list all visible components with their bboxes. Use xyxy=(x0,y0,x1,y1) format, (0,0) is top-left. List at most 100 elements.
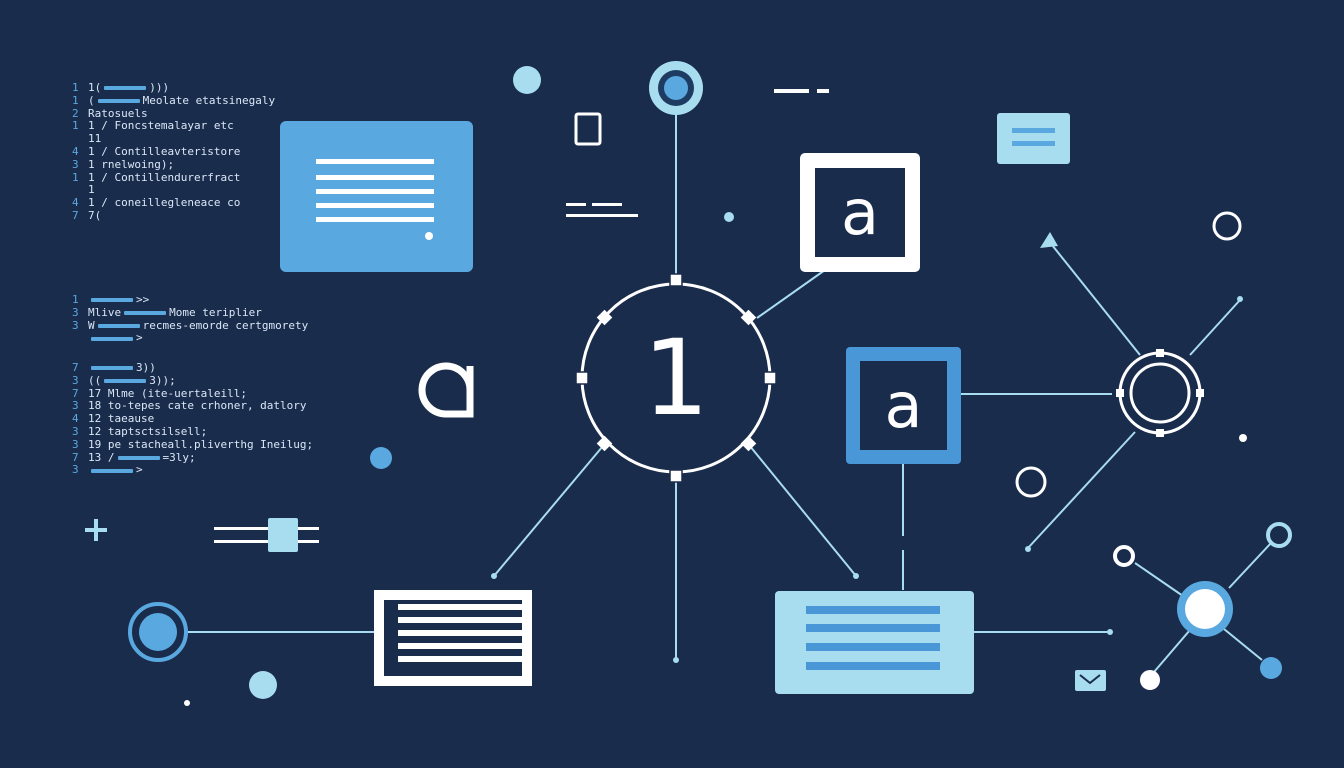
target-node-icon xyxy=(1116,349,1204,437)
line-number: 1 xyxy=(72,170,79,184)
code-tail-text: 3)); xyxy=(149,373,176,387)
dash-marks xyxy=(214,89,829,543)
code-tail-text: 3)) xyxy=(136,361,156,374)
document-card-bottom-right xyxy=(775,591,974,694)
line-number: 3 xyxy=(72,463,79,477)
code-highlight-bar xyxy=(117,455,160,460)
line-number: 7 xyxy=(72,386,79,400)
code-line: 3 (( 3)); xyxy=(72,373,319,388)
document-card-bottom-left xyxy=(374,590,532,686)
code-text: 1 / Contilleavteristore xyxy=(88,144,241,158)
code-line: 11 xyxy=(72,132,275,146)
decorative-dots xyxy=(184,66,1247,706)
code-highlight-bar xyxy=(91,468,133,473)
line-number: 1 xyxy=(72,119,79,133)
line-number: 1 xyxy=(72,81,79,94)
code-text: 1 / Contillendurerfract xyxy=(88,170,241,184)
code-text: 12 taptsctsilsell; xyxy=(88,424,208,438)
code-tail-text: =3ly; xyxy=(162,450,196,464)
small-doc-outline-icon xyxy=(574,112,602,146)
connector-lines xyxy=(186,112,1272,673)
line-number: 1 xyxy=(72,93,79,107)
code-line: 1 1 / Foncstemalayar etc xyxy=(72,120,275,133)
code-text: 13 / xyxy=(88,450,115,464)
code-highlight-bar xyxy=(97,99,140,104)
line-number: 3 xyxy=(72,373,79,387)
code-line: 3> xyxy=(72,464,319,477)
code-line: 1 xyxy=(72,184,275,197)
code-text: (( xyxy=(88,373,102,387)
code-tail-text: Mome teriplier xyxy=(169,305,262,319)
code-line: 1 >> xyxy=(72,293,308,307)
molecule-cluster-icon xyxy=(1113,522,1292,690)
code-tail-text: ))) xyxy=(149,81,170,94)
code-tail-text: >> xyxy=(136,293,150,306)
line-number: 7 xyxy=(72,208,79,222)
code-line: 1 1 / Contillendurerfract xyxy=(72,170,275,185)
outline-a-shape xyxy=(418,362,474,418)
line-number: 3 xyxy=(72,318,79,332)
code-text: Ratosuels xyxy=(88,106,148,120)
line-number: 1 xyxy=(72,293,79,306)
code-text: 18 to-tepes cate crhoner, datlory xyxy=(88,399,307,413)
arrow-head xyxy=(1040,232,1058,248)
code-block-bottom: 7 3)) 3 (( 3)); 7 17 Mlme (ite-uertaleill; 3 18 … xyxy=(72,361,319,477)
code-line: 1 ( Meolate etatsinegaly xyxy=(72,93,276,108)
code-tail-text: recmes-emorde certgmorety xyxy=(142,318,309,332)
mail-icon xyxy=(1075,670,1106,691)
code-text: W xyxy=(88,318,95,332)
plus-icon xyxy=(85,519,107,541)
code-text: ( xyxy=(88,93,95,107)
line-number: 7 xyxy=(72,361,79,374)
line-number: 3 xyxy=(72,437,79,451)
code-highlight-bar xyxy=(104,86,147,91)
line-number: 3 xyxy=(72,305,79,319)
code-line: 4 12 taeause xyxy=(72,412,319,426)
code-line: 4 1 / Contilleavteristore xyxy=(72,144,275,159)
code-highlight-bar xyxy=(97,323,140,328)
code-line: 3 1 rnelwoing); xyxy=(72,157,275,172)
code-line: 7 3)) xyxy=(72,361,319,375)
small-card-top-right xyxy=(997,113,1070,164)
code-highlight-bar xyxy=(124,311,167,316)
code-line: 3 18 to-tepes cate crhoner, datlory xyxy=(72,400,319,413)
slider-marker xyxy=(268,518,298,552)
line-number: 4 xyxy=(72,412,79,426)
code-text: 7( xyxy=(88,208,102,222)
code-text: 1 xyxy=(88,183,95,197)
code-highlight-bar xyxy=(91,298,133,303)
code-text: 17 Mlme (ite-uertaleill; xyxy=(88,386,247,400)
line-number: 4 xyxy=(72,144,79,158)
code-line: 7 17 Mlme (ite-uertaleill; xyxy=(72,386,319,401)
code-text: 12 taeause xyxy=(88,412,155,426)
code-text: 1 / Foncstemalayar etc xyxy=(88,119,234,133)
line-number: 4 xyxy=(72,196,79,210)
line-number: 3 xyxy=(72,157,79,171)
letter-card-white-label: a xyxy=(841,176,879,249)
line-number: 2 xyxy=(72,106,79,120)
code-tail-text: Meolate etatsinegaly xyxy=(142,93,276,107)
code-tail-text: > xyxy=(136,331,143,345)
code-line: 7 13 / =3ly; xyxy=(72,450,319,465)
document-card-left xyxy=(280,121,473,272)
line-number: 7 xyxy=(72,450,79,464)
left-node-icon xyxy=(128,602,188,662)
center-node-label: 1 xyxy=(642,317,710,439)
code-text: 1 rnelwoing); xyxy=(88,157,175,171)
code-text: 11 xyxy=(88,132,102,146)
code-highlight-bar xyxy=(91,366,133,371)
code-highlight-bar xyxy=(91,336,133,341)
code-tail-text: > xyxy=(136,463,143,477)
letter-card-blue-label: a xyxy=(884,369,923,442)
line-number: 3 xyxy=(72,399,79,413)
code-line: 7 7( xyxy=(72,208,275,223)
